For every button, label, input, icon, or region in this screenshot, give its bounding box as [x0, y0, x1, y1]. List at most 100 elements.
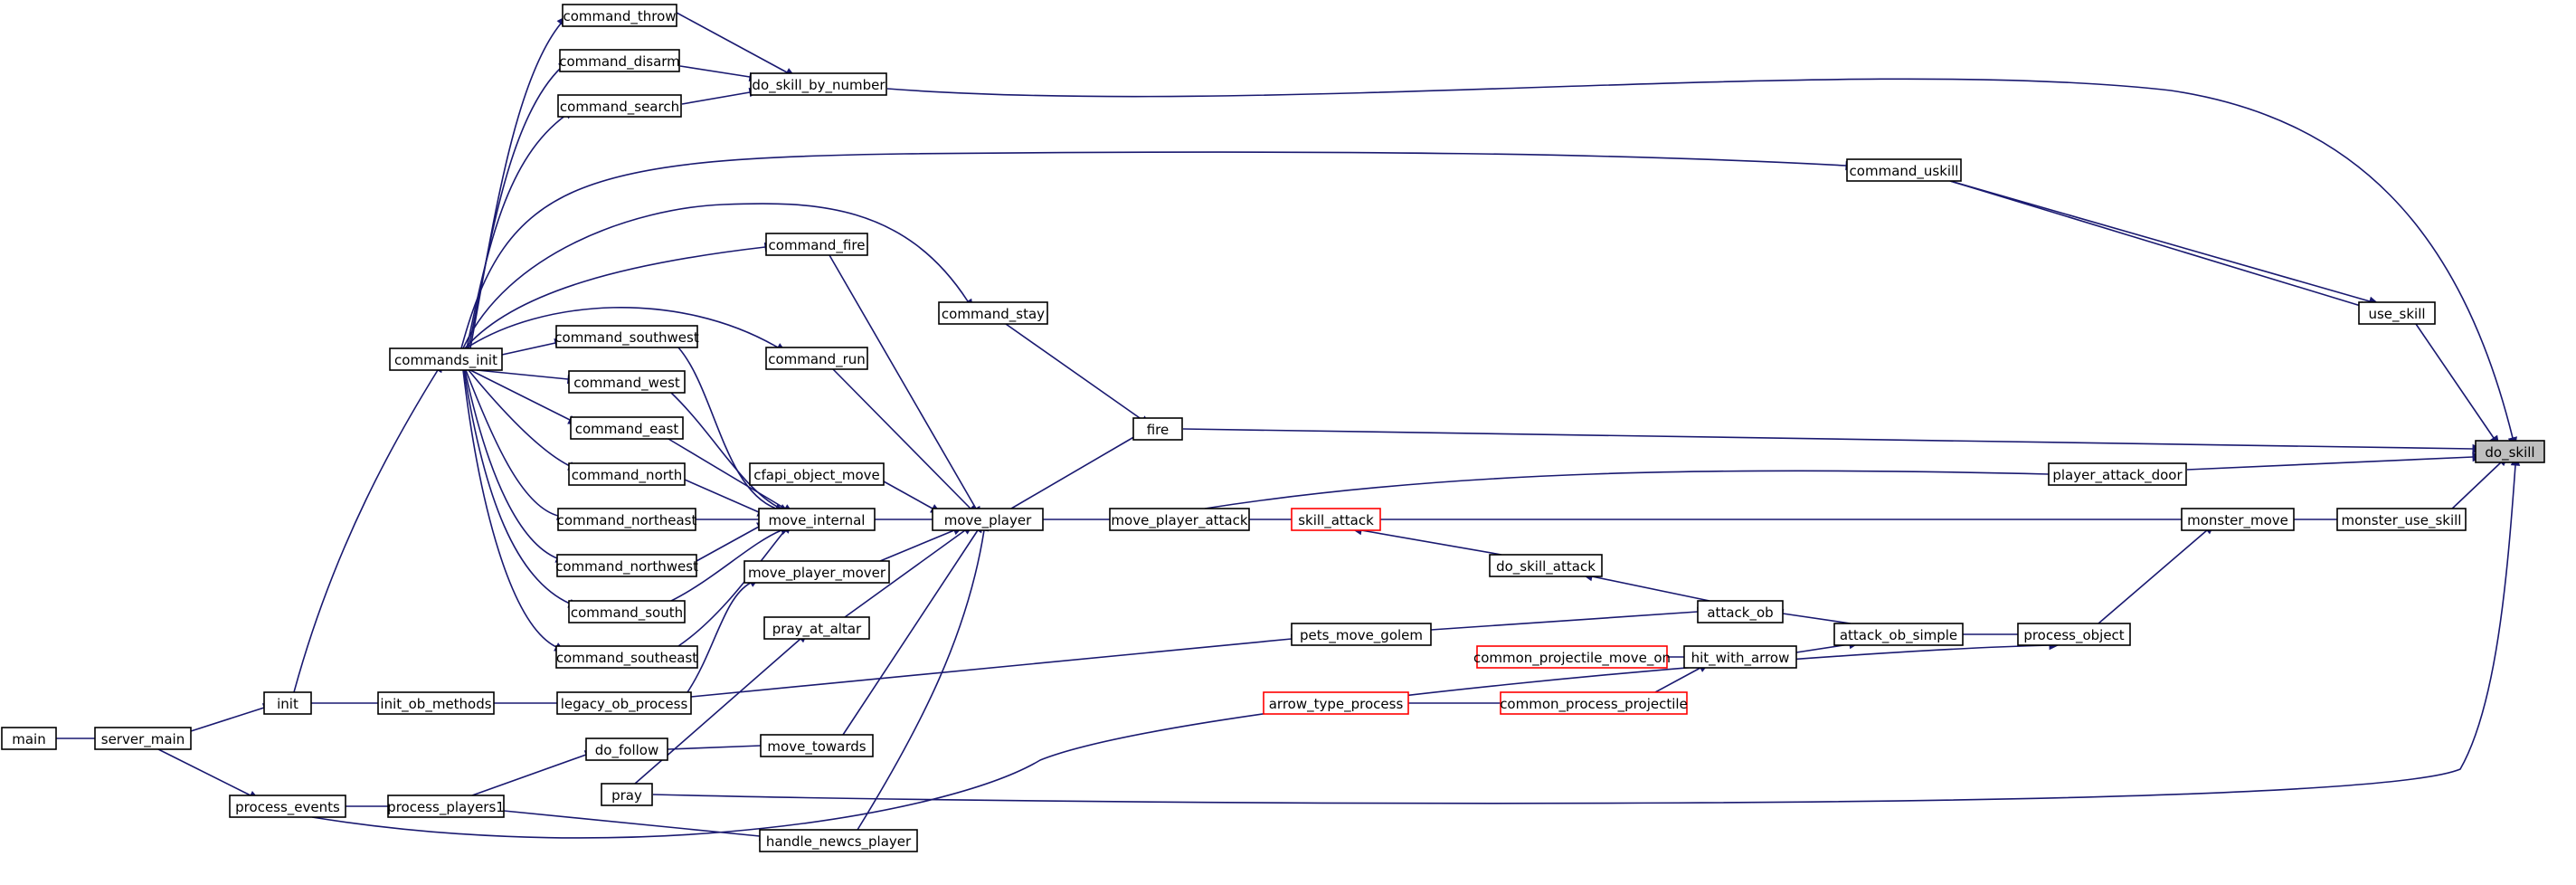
node-cfapi-object-move[interactable]: cfapi_object_move [749, 462, 885, 486]
edge-commands-init-to-command-disarm [468, 60, 570, 349]
node-do-skill-by-number[interactable]: do_skill_by_number [750, 72, 887, 96]
node-server-main[interactable]: server_main [94, 727, 192, 750]
node-command-uskill[interactable]: command_uskill [1846, 158, 1962, 182]
node-command-disarm[interactable]: command_disarm [559, 49, 680, 72]
node-label: move_player_attack [1111, 512, 1247, 529]
edge-command-throw-to-do-skill-by-number [676, 12, 796, 78]
edge-commands-init-to-command-north [468, 369, 579, 471]
node-label: common_projectile_move_on [1473, 650, 1671, 667]
node-label: main [12, 731, 45, 747]
edge-command-southwest-to-move-internal [677, 347, 786, 513]
node-label: command_northeast [557, 512, 697, 529]
node-label: move_internal [769, 512, 866, 529]
node-attack-ob[interactable]: attack_ob [1697, 600, 1784, 623]
node-move-player-attack[interactable]: move_player_attack [1109, 508, 1250, 531]
node-common-process-projectile[interactable]: common_process_projectile [1500, 691, 1688, 715]
node-label: process_players1 [387, 799, 505, 816]
node-command-throw[interactable]: command_throw [562, 4, 677, 27]
edge-server-main-to-process-events [157, 748, 260, 801]
edge-command-uskill-to-use-skill [1949, 180, 2371, 310]
node-command-northwest[interactable]: command_northwest [555, 554, 698, 577]
edge-move-player-attack-to-player-attack-door [1204, 469, 2060, 509]
node-monster-use-skill[interactable]: monster_use_skill [2336, 508, 2467, 531]
node-label: command_disarm [559, 53, 680, 71]
node-player-attack-door[interactable]: player_attack_door [2048, 462, 2187, 486]
node-init-ob-methods[interactable]: init_ob_methods [377, 691, 495, 715]
node-process-events[interactable]: process_events [229, 795, 346, 818]
edge-command-west-to-move-internal [670, 392, 790, 514]
edge-attack-ob-simple-to-attack-ob [1772, 608, 1852, 624]
node-label: command_throw [563, 8, 676, 25]
node-fire[interactable]: fire [1132, 417, 1183, 441]
node-command-west[interactable]: command_west [568, 370, 686, 394]
node-label: monster_use_skill [2342, 512, 2462, 529]
node-move-internal[interactable]: move_internal [758, 508, 876, 531]
node-process-players1[interactable]: process_players1 [387, 795, 505, 818]
edge-process-object-to-monster-move [2098, 523, 2215, 624]
node-label: player_attack_door [2052, 467, 2183, 484]
node-use-skill[interactable]: use_skill [2358, 301, 2436, 325]
node-process-object[interactable]: process_object [2017, 623, 2131, 646]
edge-arrow-type-process-to-common-process-projectile [1408, 698, 1511, 709]
node-command-fire[interactable]: command_fire [765, 233, 868, 256]
node-label: monster_move [2187, 512, 2288, 529]
node-pray-at-altar[interactable]: pray_at_altar [763, 616, 870, 640]
edge-move-player-mover-to-move-player [879, 526, 964, 562]
edge-init-to-commands-init [293, 361, 443, 693]
node-label: skill_attack [1298, 512, 1374, 529]
node-monster-move[interactable]: monster_move [2181, 508, 2295, 531]
node-label: attack_ob_simple [1840, 627, 1957, 644]
node-skill-attack[interactable]: skill_attack [1291, 508, 1381, 531]
node-move-player-mover[interactable]: move_player_mover [743, 560, 890, 584]
node-label: command_west [573, 375, 680, 392]
node-arrow-type-process[interactable]: arrow_type_process [1263, 691, 1409, 715]
node-command-north[interactable]: command_north [568, 462, 686, 486]
node-pets-move-golem[interactable]: pets_move_golem [1291, 623, 1432, 646]
edge-monster-use-skill-to-do-skill [2448, 455, 2509, 512]
node-pray[interactable]: pray [601, 783, 653, 806]
node-label: do_skill [2485, 444, 2534, 462]
node-command-southwest[interactable]: command_southwest [554, 325, 699, 348]
node-hit-with-arrow[interactable]: hit_with_arrow [1683, 645, 1797, 669]
edge-commands-init-to-command-stay [462, 203, 974, 349]
node-attack-ob-simple[interactable]: attack_ob_simple [1833, 623, 1964, 646]
node-commands-init[interactable]: commands_init [389, 347, 503, 371]
node-command-northeast[interactable]: command_northeast [557, 508, 697, 531]
node-command-run[interactable]: command_run [765, 347, 868, 370]
node-common-projectile-move-on[interactable]: common_projectile_move_on [1473, 645, 1671, 669]
node-label: fire [1147, 422, 1170, 438]
node-label: do_follow [595, 742, 658, 759]
node-command-south[interactable]: command_south [568, 600, 686, 623]
node-move-player[interactable]: move_player [932, 508, 1044, 531]
edge-pets-move-golem-to-attack-ob [1430, 606, 1709, 631]
node-label: pray [611, 787, 642, 804]
node-label: command_search [560, 99, 679, 116]
node-command-east[interactable]: command_east [570, 416, 684, 440]
edge-server-main-to-init [190, 703, 274, 732]
node-move-towards[interactable]: move_towards [760, 734, 874, 757]
node-label: command_south [571, 604, 683, 622]
node-command-stay[interactable]: command_stay [938, 301, 1048, 325]
node-main[interactable]: main [1, 727, 57, 750]
node-label: attack_ob [1707, 604, 1773, 622]
edge-legacy-ob-process-to-move-player-mover [687, 577, 760, 693]
node-label: pray_at_altar [772, 621, 862, 638]
node-legacy-ob-process[interactable]: legacy_ob_process [556, 691, 692, 715]
edge-player-attack-door-to-do-skill [2186, 452, 2484, 471]
node-label: command_east [575, 421, 679, 438]
edge-legacy-ob-process-to-pets-move-golem [690, 633, 1302, 698]
node-label: do_skill_attack [1496, 558, 1596, 576]
edge-do-skill-by-number-to-do-skill [886, 78, 2517, 448]
node-do-skill-attack[interactable]: do_skill_attack [1489, 554, 1603, 577]
node-label: move_towards [767, 738, 866, 756]
node-handle-newcs-player[interactable]: handle_newcs_player [759, 829, 918, 852]
node-command-search[interactable]: command_search [557, 94, 682, 118]
node-init[interactable]: init [263, 691, 312, 715]
node-command-southeast[interactable]: command_southeast [555, 645, 698, 669]
node-label: commands_init [394, 352, 497, 369]
node-do-follow[interactable]: do_follow [585, 738, 668, 761]
node-label: use_skill [2368, 306, 2425, 323]
node-label: command_southeast [556, 650, 697, 667]
edge-commands-init-to-command-southeast [462, 369, 565, 652]
